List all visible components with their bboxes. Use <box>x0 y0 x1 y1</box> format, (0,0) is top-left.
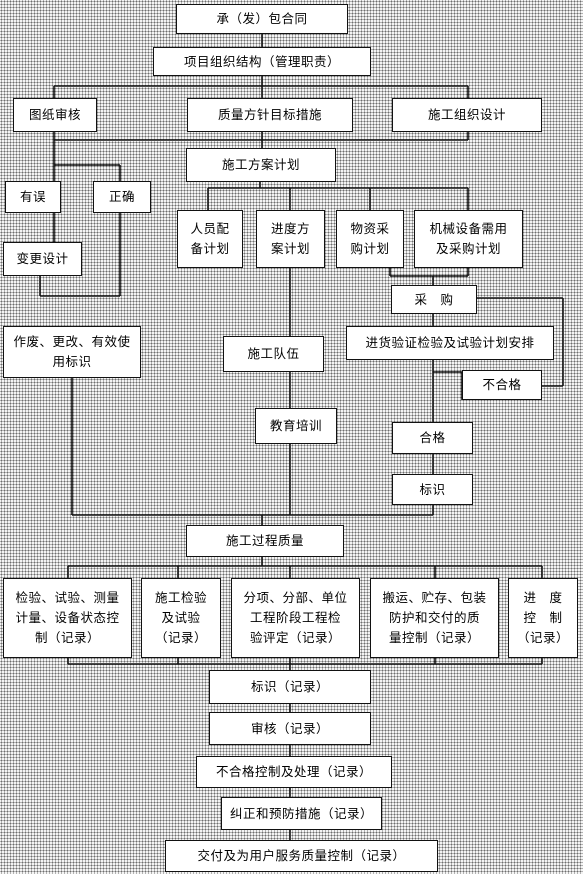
machinery-plan-box: 机械设备需用 及采购计划 <box>414 210 523 268</box>
marking-record-box: 标识（记录） <box>209 670 371 704</box>
qualified-box: 合格 <box>392 422 473 454</box>
quality-policy-box: 质量方针目标措施 <box>187 98 353 132</box>
staff-plan-box: 人员配 备计划 <box>177 210 243 268</box>
error-box: 有误 <box>5 181 61 213</box>
org-structure-box: 项目组织结构（管理职责） <box>153 47 371 76</box>
audit-record-box: 审核（记录） <box>209 712 371 745</box>
construction-plan-box: 施工方案计划 <box>186 148 336 182</box>
process-quality-box: 施工过程质量 <box>186 525 344 557</box>
correct-box: 正确 <box>93 181 151 213</box>
contract-box: 承（发）包合同 <box>176 4 348 34</box>
corrective-record-box: 纠正和预防措施（记录） <box>221 797 382 830</box>
material-plan-box: 物资采 购计划 <box>336 210 404 268</box>
handling-control-box: 搬运、贮存、包装 防护和交付的质 量控制（记录） <box>370 578 499 658</box>
education-box: 教育培训 <box>255 408 337 444</box>
construction-team-box: 施工队伍 <box>223 336 324 372</box>
purchase-box: 采 购 <box>391 285 477 314</box>
schedule-plan-box: 进度方 案计划 <box>256 210 325 268</box>
void-marking-box: 作废、更改、有效使 用标识 <box>3 326 141 378</box>
design-change-box: 变更设计 <box>3 242 82 276</box>
inspection-test-box: 检验、试验、测量 计量、设备状态控 制（记录） <box>3 578 132 658</box>
subitem-evaluation-box: 分项、分部、单位 工程阶段工程检 验评定（记录） <box>231 578 360 658</box>
delivery-record-box: 交付及为用户服务质量控制（记录） <box>165 840 438 872</box>
marking-box: 标识 <box>392 474 473 505</box>
construction-design-box: 施工组织设计 <box>392 98 542 132</box>
incoming-inspection-box: 进货验证检验及试验计划安排 <box>346 326 554 360</box>
nonconforming-record-box: 不合格控制及处理（记录） <box>196 756 392 788</box>
nonconforming-box: 不合格 <box>462 370 542 400</box>
drawing-review-box: 图纸审核 <box>13 98 97 132</box>
construction-check-box: 施工检验 及试验 （记录） <box>141 578 221 658</box>
progress-control-box: 进 度 控 制 （记录） <box>508 578 578 658</box>
